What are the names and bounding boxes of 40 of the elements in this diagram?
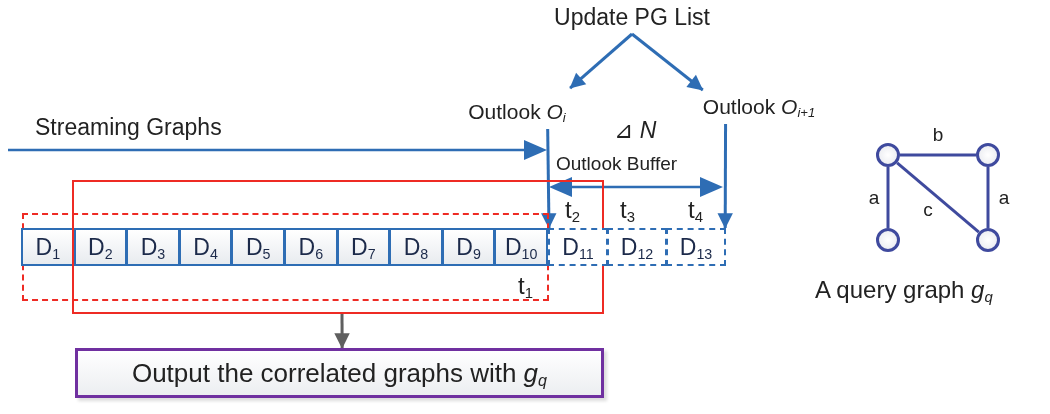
data-cell: D$_{5}$ — [231, 228, 285, 266]
data-cell: D$_{8}$ — [389, 228, 443, 266]
window-frame — [22, 213, 549, 301]
data-cell: D$_{1}$ — [21, 228, 75, 266]
time-label: t$_{4}$ — [688, 197, 703, 224]
arrow — [541, 128, 557, 229]
graph-vertex — [976, 143, 1000, 167]
output-box: Output the correlated graphs with g$_{q}$ — [75, 348, 604, 398]
graph-edge — [886, 167, 890, 228]
delta-label: ⊿ N — [614, 118, 657, 144]
data-cell: D$_{4}$ — [178, 228, 233, 266]
caption: A query graph g$_{q}$ — [815, 277, 993, 304]
graph-vertex — [876, 143, 900, 167]
outlook-label: Outlook O$_{i+1}$ — [683, 90, 835, 124]
data-cell: D$_{3}$ — [126, 228, 180, 266]
graph-vertex — [876, 228, 900, 252]
graph-edge — [896, 161, 980, 234]
data-cell: D$_{9}$ — [441, 228, 496, 266]
update-label: Update PG List — [537, 0, 727, 34]
stream-label: Streaming Graphs — [35, 115, 222, 141]
window-frame — [72, 180, 604, 314]
data-cell: D$_{10}$ — [494, 228, 548, 266]
arrow — [631, 32, 704, 92]
arrow — [334, 314, 350, 349]
data-cell: D$_{13}$ — [666, 228, 726, 266]
data-cell: D$_{11}$ — [548, 228, 608, 266]
graph-vertex — [976, 228, 1000, 252]
buffer-label: Outlook Buffer — [556, 154, 678, 175]
data-cell: D$_{7}$ — [336, 228, 391, 266]
arrow — [569, 32, 633, 90]
data-cell: D$_{12}$ — [607, 228, 667, 266]
outlook-label: Outlook O$_{i}$ — [458, 95, 576, 129]
time-label: t$_{1}$ — [518, 272, 533, 299]
time-label: t$_{3}$ — [620, 197, 635, 224]
data-cell: D$_{6}$ — [284, 228, 338, 266]
arrow — [717, 124, 733, 229]
graph-edge — [986, 167, 990, 228]
graph-edge — [900, 153, 976, 157]
time-label: t$_{2}$ — [565, 197, 580, 224]
data-cell: D$_{2}$ — [73, 228, 128, 266]
